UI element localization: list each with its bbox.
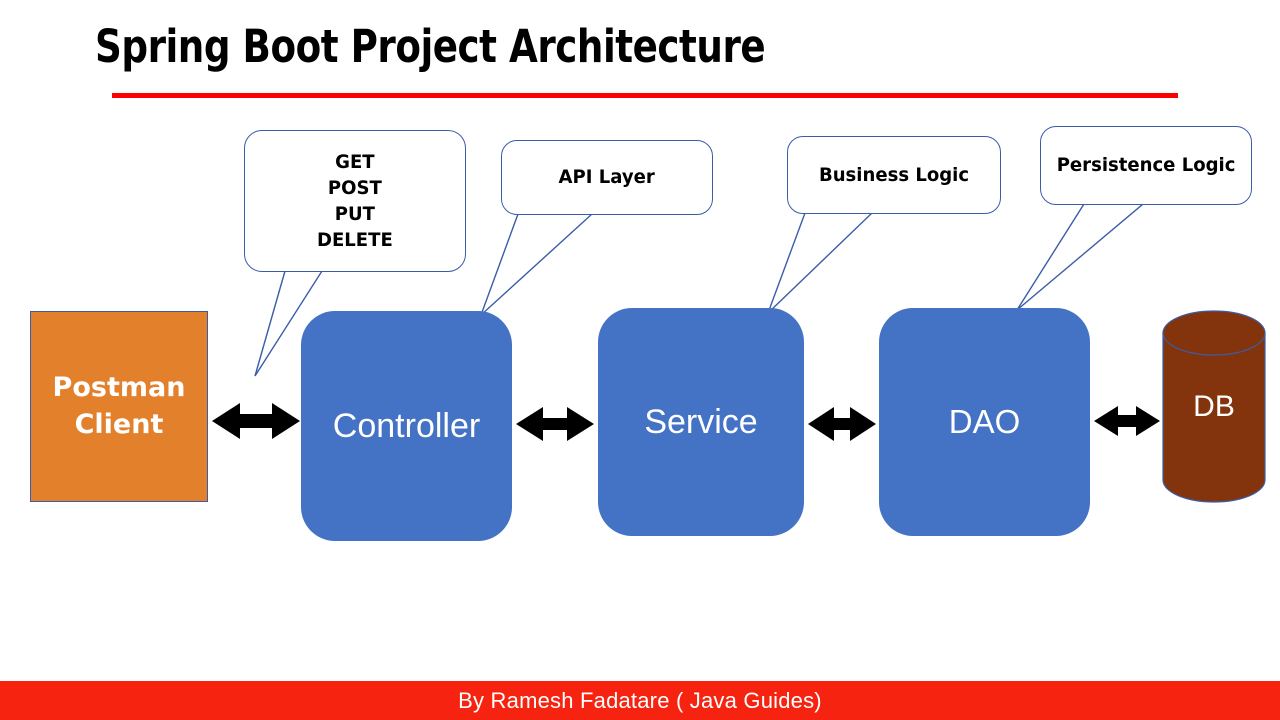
callout-business-logic[interactable]: Business Logic [787,136,1001,214]
callout-persistence-logic-label: Persistence Logic [1056,154,1236,177]
node-postman-client-label: Postman Client [52,372,186,440]
arrow-postman-controller [212,403,300,439]
callout-http-methods[interactable]: GET POST PUT DELETE [244,130,466,272]
footer-bar: By Ramesh Fadatare ( Java Guides) [0,681,1280,720]
callout-persistence-logic[interactable]: Persistence Logic [1040,126,1252,205]
arrow-service-dao [808,407,876,441]
footer-credit-text: By Ramesh Fadatare ( Java Guides) [458,687,822,713]
arrow-controller-service [516,407,594,441]
node-controller-label: Controller [332,406,481,445]
node-service-label: Service [644,402,758,441]
node-db[interactable]: DB [1163,311,1265,502]
node-dao[interactable]: DAO [879,308,1090,536]
page-title: Spring Boot Project Architecture [95,20,766,73]
arrow-dao-db [1094,406,1160,436]
node-dao-label: DAO [948,403,1021,440]
node-db-label-text: DB [1193,389,1235,423]
callout-http-methods-label: GET POST PUT DELETE [317,150,393,252]
callout-tail-persistence-logic [1016,203,1145,311]
callout-business-logic-label: Business Logic [818,163,970,186]
callout-api-layer-label: API Layer [558,166,656,189]
node-controller[interactable]: Controller [301,311,512,541]
callout-api-layer[interactable]: API Layer [501,140,713,215]
title-underline-rule [112,93,1178,98]
callout-tail-api-layer [480,213,594,316]
node-postman-client[interactable]: Postman Client [30,311,208,502]
callout-tail-business-logic [767,212,874,314]
node-service[interactable]: Service [598,308,804,536]
